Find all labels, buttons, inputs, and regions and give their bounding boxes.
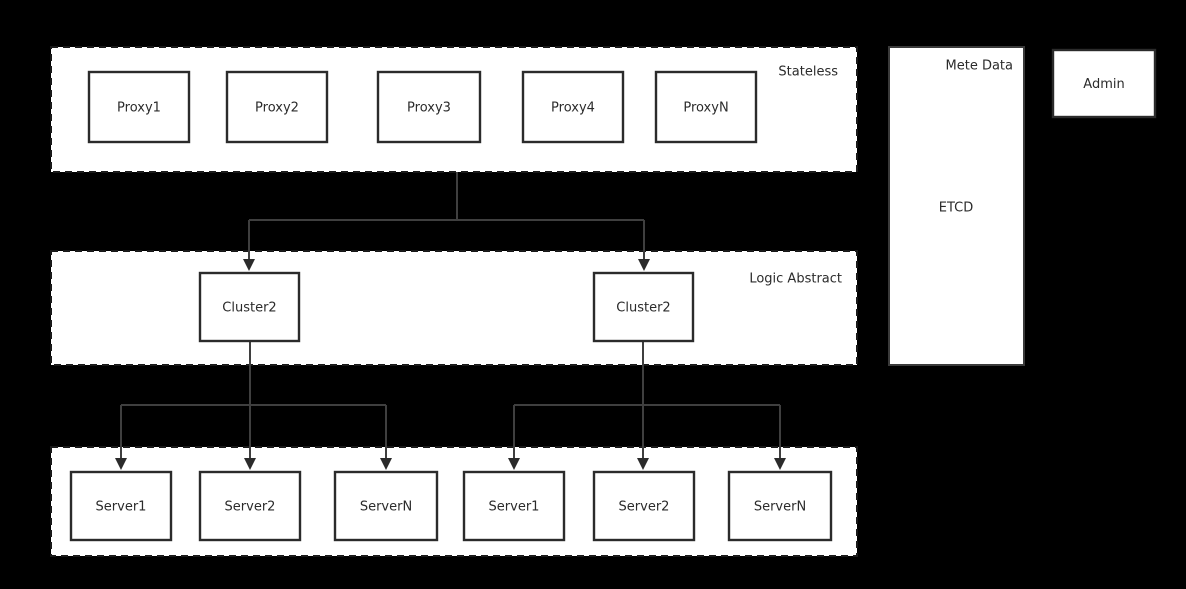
arrow-head-proxy_to_cluster-1	[638, 259, 650, 271]
node-proxy3[interactable]: Proxy3	[376, 70, 482, 144]
node-box-proxy1	[87, 70, 191, 144]
node-box-proxyN	[654, 70, 758, 144]
node-box-server-rN	[727, 470, 833, 542]
node-box-cluster-left	[198, 271, 301, 343]
node-box-proxy4	[521, 70, 625, 144]
node-server-l2[interactable]: Server2	[198, 470, 302, 542]
node-box-server-r1	[462, 470, 566, 542]
connector-cluster_left_to_servers	[115, 341, 392, 470]
node-label-server-r1: Server1	[489, 500, 540, 515]
node-label-server-r2: Server2	[619, 500, 670, 515]
node-box-proxy2	[225, 70, 329, 144]
node-label-cluster-left: Cluster2	[222, 301, 276, 316]
node-label-server-l2: Server2	[225, 500, 276, 515]
arrow-head-cluster_left_to_servers-1	[244, 458, 256, 470]
connector-proxy_to_cluster	[243, 172, 650, 271]
node-box-server-l2	[198, 470, 302, 542]
band-servers	[50, 446, 858, 557]
node-proxy2[interactable]: Proxy2	[225, 70, 329, 144]
node-proxyN[interactable]: ProxyN	[654, 70, 758, 144]
node-label-proxy2: Proxy2	[255, 101, 299, 116]
arrow-head-proxy_to_cluster-0	[243, 259, 255, 271]
node-label-proxy1: Proxy1	[117, 101, 161, 116]
panel-center-label-etcd-panel: ETCD	[939, 201, 973, 216]
node-admin[interactable]: Admin	[1051, 48, 1157, 119]
node-label-admin: Admin	[1083, 77, 1124, 92]
node-server-lN[interactable]: ServerN	[333, 470, 439, 542]
node-label-proxyN: ProxyN	[683, 101, 728, 116]
node-label-server-lN: ServerN	[360, 500, 412, 515]
connectors-layer	[115, 172, 786, 470]
node-server-l1[interactable]: Server1	[69, 470, 173, 542]
arrow-head-cluster_right_to_servers-2	[774, 458, 786, 470]
node-box-server-r2	[592, 470, 696, 542]
node-box-server-l1	[69, 470, 173, 542]
nodes-layer: Proxy1 Proxy2 Proxy3 Proxy4 ProxyN Cluster2 Cl…	[69, 70, 833, 542]
node-box-server-lN	[333, 470, 439, 542]
band-logic-abstract	[50, 250, 858, 366]
panel-box-etcd-panel	[888, 46, 1025, 366]
node-server-r2[interactable]: Server2	[592, 470, 696, 542]
node-label-proxy4: Proxy4	[551, 101, 595, 116]
node-label-cluster-right: Cluster2	[616, 301, 670, 316]
node-label-server-l1: Server1	[96, 500, 147, 515]
arrow-head-cluster_left_to_servers-0	[115, 458, 127, 470]
node-label-server-rN: ServerN	[754, 500, 806, 515]
node-label-proxy3: Proxy3	[407, 101, 451, 116]
node-box-proxy3	[376, 70, 482, 144]
arrow-head-cluster_right_to_servers-1	[637, 458, 649, 470]
connector-cluster_right_to_servers	[508, 341, 786, 470]
node-cluster-left[interactable]: Cluster2	[198, 271, 301, 343]
band-label-logic-abstract: Logic Abstract	[749, 272, 842, 287]
band-label-stateless: Stateless	[778, 65, 838, 80]
node-box-admin	[1051, 48, 1157, 119]
node-cluster-right[interactable]: Cluster2	[592, 271, 695, 343]
arrow-head-cluster_right_to_servers-0	[508, 458, 520, 470]
arrow-head-cluster_left_to_servers-2	[380, 458, 392, 470]
node-proxy1[interactable]: Proxy1	[87, 70, 191, 144]
node-proxy4[interactable]: Proxy4	[521, 70, 625, 144]
node-box-cluster-right	[592, 271, 695, 343]
node-server-r1[interactable]: Server1	[462, 470, 566, 542]
node-server-rN[interactable]: ServerN	[727, 470, 833, 542]
panel-top-label-etcd-panel: Mete Data	[946, 59, 1013, 74]
